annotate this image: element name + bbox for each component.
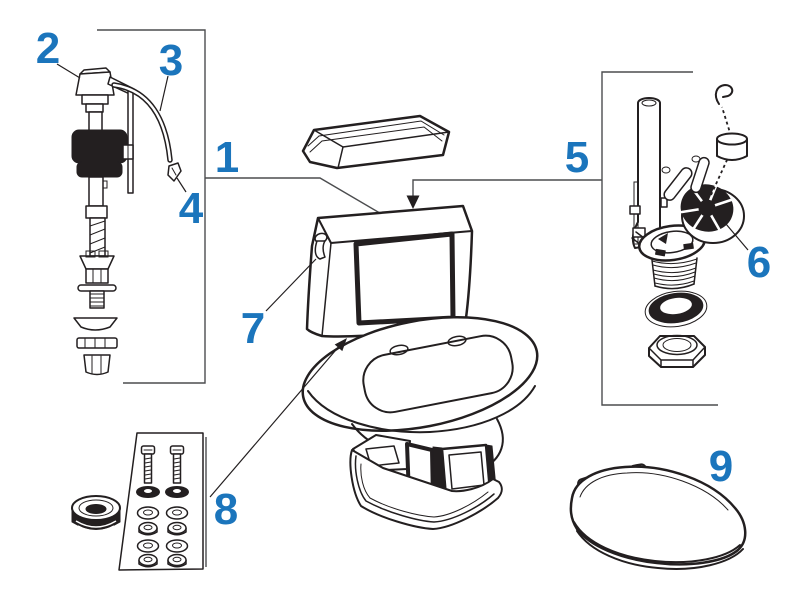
- tank-bolt: [169, 445, 185, 484]
- refill-tube-clip-illustration: [167, 162, 182, 182]
- base-illustration: [349, 434, 503, 530]
- callout-4: 4: [179, 184, 204, 233]
- hex-nut: [138, 553, 187, 568]
- toilet-illustration: [301, 114, 539, 530]
- callout-8: 8: [214, 485, 238, 534]
- flush-valve-lock-nut: [648, 334, 706, 368]
- callout-3: 3: [159, 36, 183, 85]
- bowl-illustration: [301, 315, 539, 434]
- float-cup: [71, 129, 128, 164]
- sponge-gasket: [71, 495, 121, 532]
- arrow-to-tank-right: [406, 195, 420, 209]
- hex-nut: [138, 521, 187, 536]
- callout-5: 5: [565, 133, 589, 182]
- callout-2: 2: [36, 24, 60, 73]
- tank-bolt: [140, 445, 156, 484]
- chain-float: [716, 132, 748, 161]
- callout-7: 7: [241, 304, 265, 353]
- mounting-nut: [83, 354, 111, 376]
- trip-lever-illustration: [314, 232, 328, 260]
- refill-tube-illustration: [111, 82, 173, 163]
- arrow-to-tank-bowl-joint: [334, 338, 347, 352]
- hardware-kit-illustration: [71, 338, 347, 571]
- toilet-seat-illustration: [569, 463, 747, 570]
- hardware-kit-box: [118, 432, 204, 571]
- flush-valve-illustration: [629, 97, 708, 368]
- flapper-illustration: [661, 84, 748, 244]
- seat-bolt-hole: [389, 344, 409, 356]
- callout-6: 6: [747, 238, 771, 287]
- callout-leaders: [56, 63, 749, 312]
- seat-bolt-hole: [447, 335, 467, 347]
- chain-hook: [714, 84, 734, 105]
- callout-numbers: 1 2 3 4 5 6 7 8 9: [36, 24, 771, 534]
- fill-valve-illustration: [71, 67, 135, 376]
- callout-bracket-5: [406, 71, 718, 406]
- flush-valve-gasket: [644, 290, 708, 328]
- tank-lid-illustration: [301, 114, 451, 170]
- callout-1: 1: [215, 133, 239, 182]
- bowl-opening: [362, 334, 514, 414]
- callout-9: 9: [709, 442, 733, 491]
